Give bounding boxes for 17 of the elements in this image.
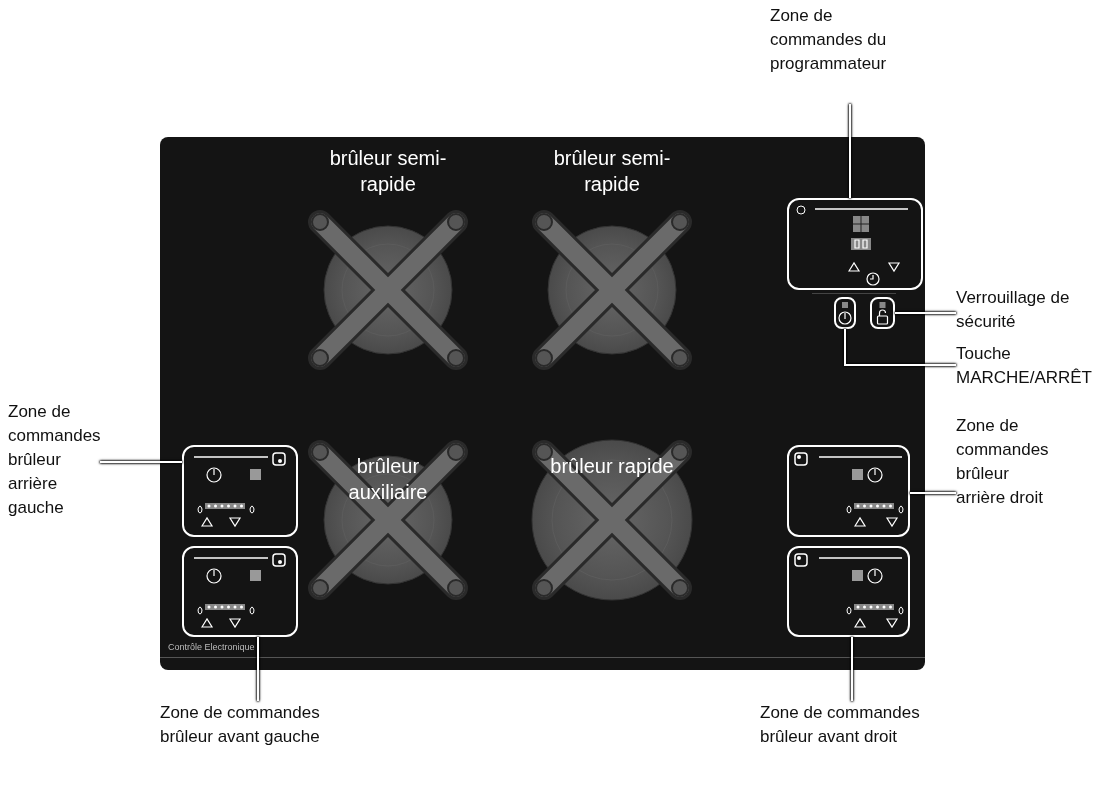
burner-control-panel: [787, 445, 910, 537]
callout-text: Zone de commandes brûleur arrière gauche: [8, 400, 100, 524]
burner-control-panel: [182, 445, 298, 537]
cooktop-panel: [160, 137, 925, 670]
burner-control-panel: [787, 546, 910, 637]
callout-text: Touche MARCHE/ARRÊT: [956, 342, 1096, 390]
burner-label: brûleur semi-rapide: [328, 146, 448, 197]
burner-label: brûleur semi-rapide: [552, 146, 672, 197]
callout-text: Zone de commandes du programmateur: [770, 4, 905, 104]
burner-control-panel: [182, 546, 298, 637]
small-print: Contrôle Electronique: [168, 642, 255, 653]
callout-text: Verrouillage de sécurité: [956, 286, 1096, 334]
callout-text: Zone de commandes brûleur avant gauche: [160, 701, 328, 801]
callout-text: Zone de commandes brûleur arrière droit: [956, 414, 1056, 538]
burner-label: brûleur auxiliaire: [347, 454, 429, 505]
burner-label: brûleur rapide: [549, 454, 675, 479]
callout-text: Zone de commandes brûleur avant droit: [760, 701, 928, 801]
